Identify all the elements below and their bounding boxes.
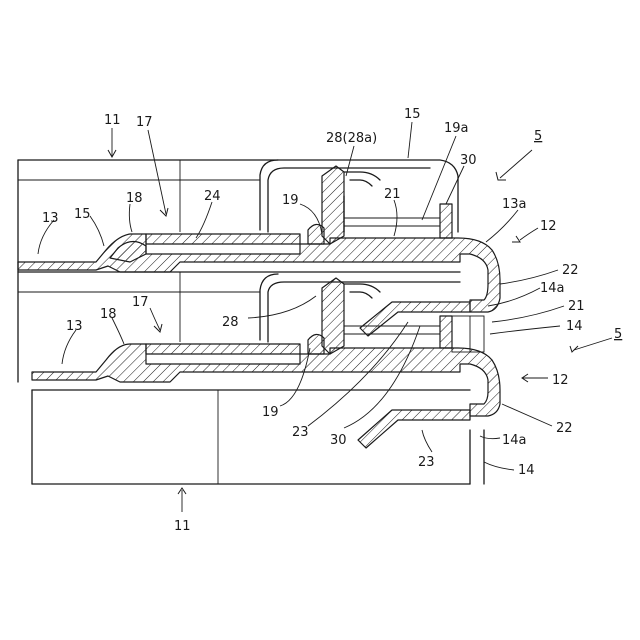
upper-clip [308,166,452,244]
label-15-left: 15 [74,207,91,222]
label-22-top: 22 [562,263,579,278]
label-5-mid: 5 [614,327,622,342]
label-21-mid: 21 [568,299,585,314]
label-23-bot: 23 [418,455,435,470]
label-15-top: 15 [404,107,421,122]
label-17-mid: 17 [132,295,149,310]
label-11-top: 11 [104,113,121,128]
label-19a: 19a [444,121,469,136]
label-30-top: 30 [460,153,477,168]
label-21-top: 21 [384,187,401,202]
label-14-mid: 14 [566,319,583,334]
label-19-top: 19 [282,193,299,208]
label-12-top: 12 [540,219,557,234]
label-24: 24 [204,189,221,204]
label-13-top: 13 [42,211,59,226]
upper-hatched-plate [18,234,500,312]
label-14-bot: 14 [518,463,535,478]
label-28-mid: 28 [222,315,239,330]
label-14a-bot: 14a [502,433,527,448]
label-18-top: 18 [126,191,143,206]
label-19-bot: 19 [262,405,279,420]
label-22-bot: 22 [556,421,573,436]
label-13a: 13a [502,197,527,212]
label-11-bot: 11 [174,519,191,534]
label-18-mid: 18 [100,307,117,322]
label-23-left: 23 [292,425,309,440]
label-28-28a: 28(28a) [326,131,377,146]
label-30-bot: 30 [330,433,347,448]
lower-clip-tongue [358,410,470,448]
label-17-top: 17 [136,115,153,130]
lower-panel-outline [32,390,484,484]
label-5-top: 5 [534,129,542,144]
middle-clip [308,278,484,354]
label-14a-top: 14a [540,281,565,296]
label-13-mid: 13 [66,319,83,334]
label-12-mid: 12 [552,373,569,388]
